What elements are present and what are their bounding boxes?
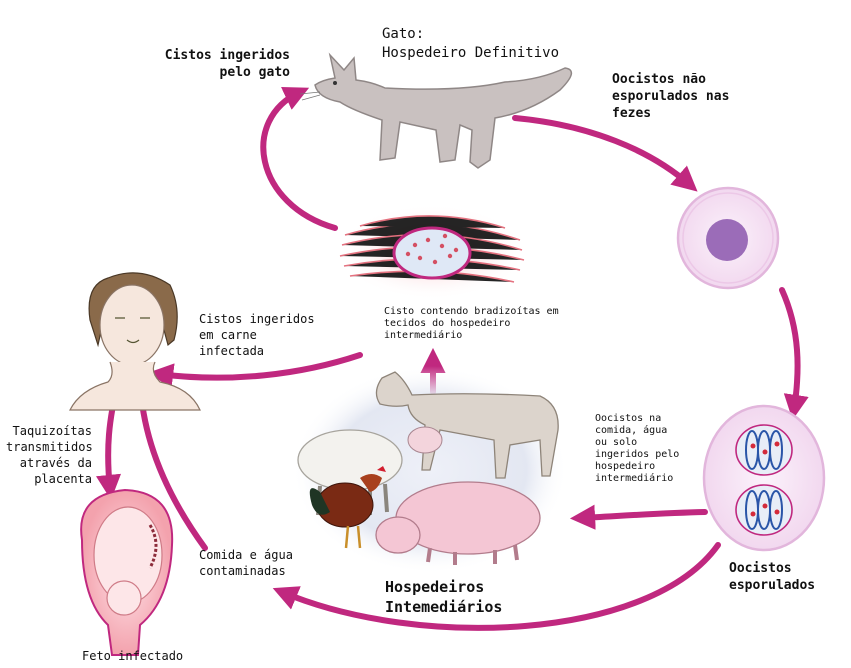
cat-host-label: Gato: Hospedeiro Definitivo — [382, 26, 560, 61]
unsporulated-oocyst-illustration — [676, 186, 780, 290]
arrow-tissue-to-cat — [260, 87, 338, 231]
arrow-sporulated-to-animals — [569, 504, 708, 530]
tissue-cyst-label: Cisto contendo bradizoítas em tecidos do… — [384, 306, 559, 341]
tissue-cyst-illustration — [337, 204, 527, 300]
fetus-illustration — [80, 488, 174, 656]
intermediate-hosts-label: Hospedeiros Intemediários — [385, 578, 503, 616]
sporulated-oocysts-label: Oocistos esporulados — [729, 561, 816, 593]
sporulated-oocyst-illustration — [702, 404, 826, 552]
oocysts-ingested-label: Oocistos na comida, água ou solo ingerid… — [595, 413, 680, 484]
intermediate-hosts-illustration — [292, 366, 568, 574]
rooster — [309, 466, 386, 549]
cysts-eaten-by-cat-label: Cistos ingeridos pelo gato — [164, 48, 290, 80]
tachyzoites-placenta-label: Taquizoítas transmitidos através da plac… — [6, 424, 93, 486]
arrow-unsporulated-to-sporulated — [779, 287, 809, 420]
goat — [375, 371, 559, 479]
infected-fetus-label: Feto infectado — [82, 649, 184, 663]
contaminated-food-label: Comida e água contaminadas — [199, 548, 293, 578]
arrow-cat-to-unsporulated — [512, 115, 698, 192]
cat-illustration — [299, 52, 573, 169]
human-illustration — [69, 272, 201, 411]
cysts-in-meat-label: Cistos ingeridos em carne infectada — [199, 312, 315, 358]
pig — [375, 481, 541, 565]
arrow-meat-to-human — [147, 352, 363, 389]
arrow-sporulated-to-human-bottom — [272, 542, 721, 631]
unsporulated-oocysts-label: Oocistos não esporulados nas fezes — [612, 72, 730, 121]
